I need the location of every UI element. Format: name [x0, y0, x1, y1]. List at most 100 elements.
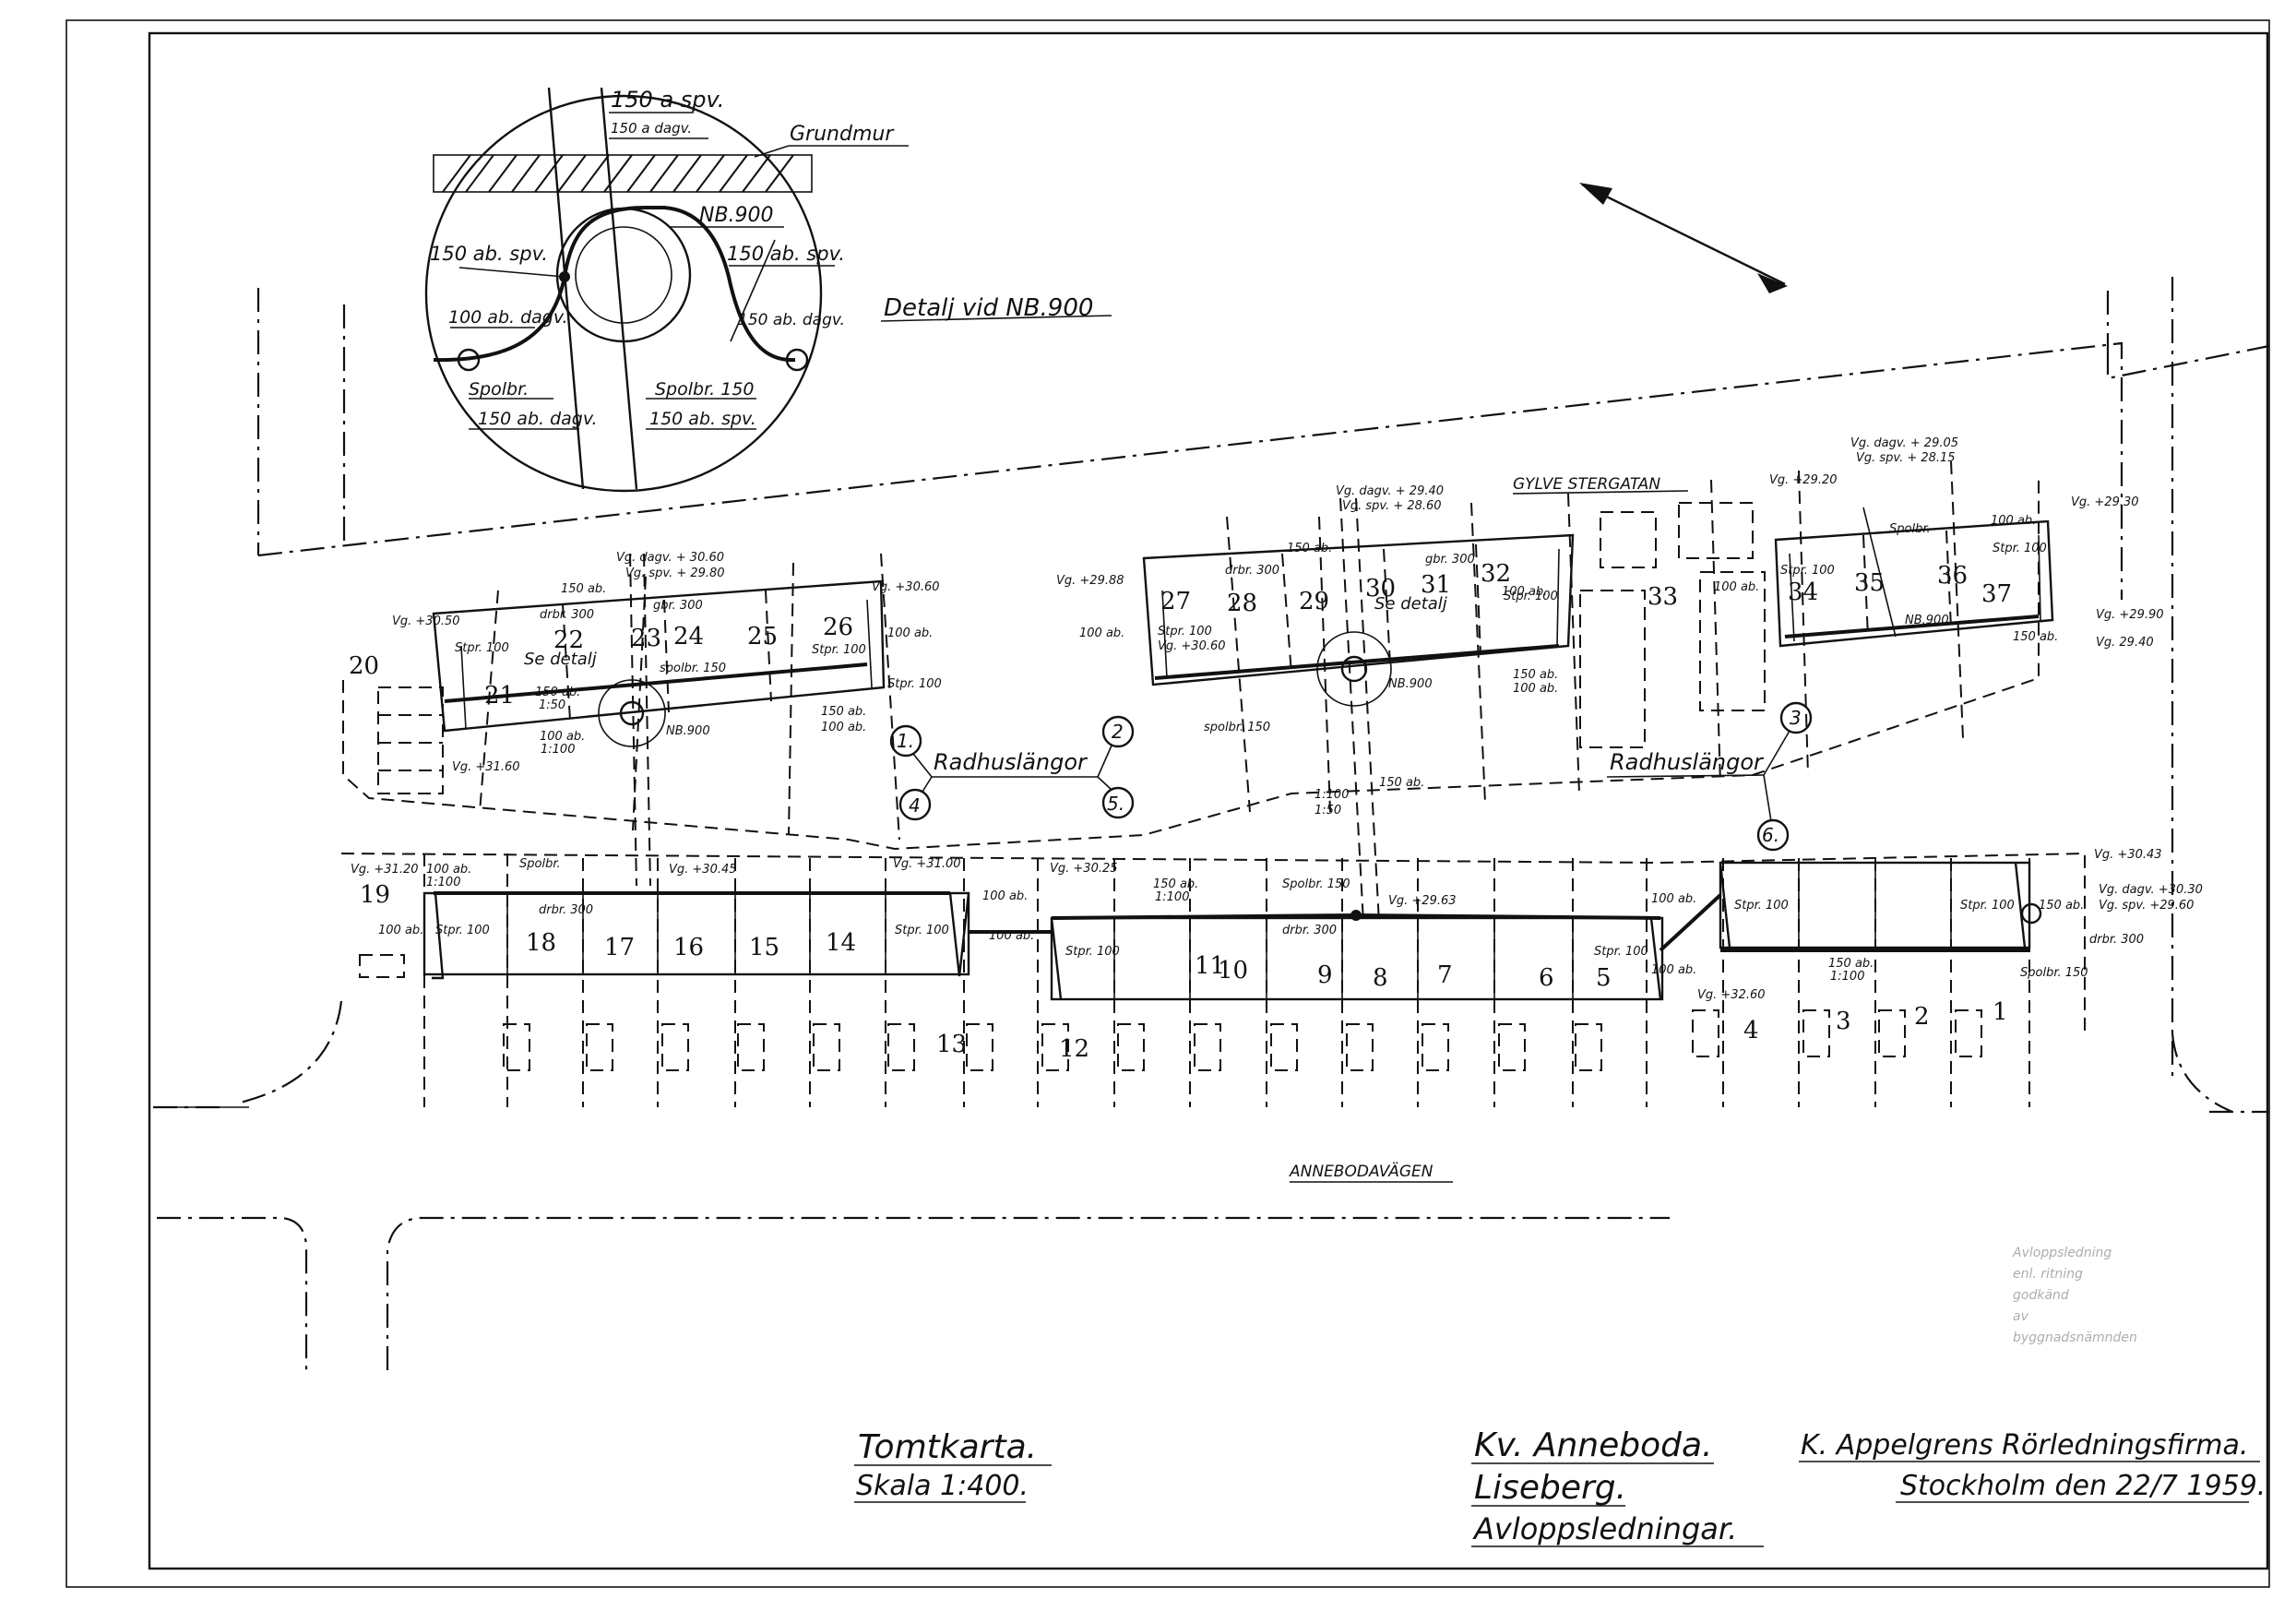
label-ratio-s3: 1:100 [1830, 970, 1864, 984]
label-stpr100-c1: Stpr. 100 [1780, 564, 1835, 578]
svg-text:godkänd: godkänd [2013, 1288, 2069, 1303]
label-gbr300-b: gbr. 300 [1425, 553, 1475, 567]
label-stpr100-s6: Stpr. 100 [1960, 899, 2015, 913]
title-block: Tomtkarta. Skala 1:400. Kv. Anneboda. Li… [854, 1426, 2266, 1547]
label-ab100-a2: 100 ab. [540, 730, 585, 744]
label-stpr100-b2: Stpr. 100 [1504, 590, 1558, 603]
title-drawing-type: Tomtkarta. [858, 1428, 1037, 1466]
label-vg-3025: Vg. +30.25 [1050, 862, 1118, 876]
detail-label-a: 150 a spv. [611, 87, 724, 113]
label-stpr100-s2: Stpr. 100 [895, 924, 949, 937]
label-drbr300-s2: drbr. 300 [1282, 924, 1337, 937]
radhus-a-label: Radhuslängor [934, 749, 1089, 775]
label-vg-2940: Vg. 29.40 [2096, 636, 2154, 650]
label-ab150-s3: 150 ab. [2039, 899, 2084, 913]
label-vg-spv-2960: Vg. spv. +29.60 [2099, 899, 2194, 913]
title-place-date: Stockholm den 22/7 1959. [1900, 1470, 2266, 1502]
lot-number-11: 11 [1195, 952, 1225, 980]
detail-circle [424, 87, 909, 493]
lot-number-37: 37 [1981, 580, 2012, 608]
label-spolbr150-s2: Spolbr. 150 [2020, 966, 2088, 980]
detail-label-r1: 150 ab. spv. [727, 243, 845, 265]
label-ratio-b2: 1:50 [1315, 804, 1341, 817]
label-spolbr-c: Spolbr. [1889, 522, 1931, 536]
label-ab100-b2: 100 ab. [1513, 682, 1558, 696]
radhus-callout-a [889, 715, 1135, 821]
lot-number-31: 31 [1421, 571, 1451, 599]
label-spolbr150-b: spolbr. 150 [1204, 721, 1270, 734]
label-stpr100-c2: Stpr. 100 [1993, 542, 2047, 555]
lot-number-21: 21 [484, 682, 515, 710]
lot-number-36: 36 [1937, 562, 1968, 590]
label-vg-3160: Vg. +31.60 [452, 760, 520, 774]
label-ratio-a2: 1:100 [541, 743, 575, 757]
label-stpr100-a1: Stpr. 100 [455, 641, 509, 655]
label-vg-top1b: Vg. spv. + 29.80 [625, 567, 725, 580]
label-vg-dagv-3030: Vg. dagv. +30.30 [2099, 883, 2203, 897]
label-vg-3060: Vg. +30.60 [872, 580, 940, 594]
label-stpr100-s5: Stpr. 100 [1734, 899, 1789, 913]
lot-number-20: 20 [349, 652, 379, 680]
radhus-row-b [1142, 497, 1766, 924]
detail-label-l3: 150 ab. dagv. [478, 409, 598, 429]
label-ab100-s1: 100 ab. [426, 863, 471, 877]
svg-text:av: av [2013, 1309, 2029, 1324]
lot-number-13: 13 [936, 1031, 967, 1058]
approval-stamp: Avloppsledning enl. ritning godkänd av b… [2012, 1246, 2137, 1345]
lot-number-4: 4 [1743, 1017, 1759, 1044]
title-firm: K. Appelgrens Rörledningsfirma. [1801, 1429, 2248, 1462]
lot-number-32: 32 [1481, 560, 1511, 588]
label-ab100-c: 100 ab. [1991, 514, 2036, 528]
detail-label-spolbr150: Spolbr. 150 [655, 379, 755, 400]
lot-number-25: 25 [747, 623, 778, 650]
label-vg-3045: Vg. +30.45 [669, 863, 737, 877]
label-vg-3050: Vg. +30.50 [392, 615, 460, 628]
label-ab150-b3: 150 ab. [1379, 776, 1424, 790]
label-ab100-s3: 100 ab. [982, 889, 1028, 903]
label-ratio-s2: 1:100 [1155, 890, 1189, 904]
lot-number-5: 5 [1596, 964, 1612, 992]
label-ratio-s1: 1:100 [426, 876, 460, 889]
radhus-callout-b [1606, 701, 1813, 852]
label-vg-2920: Vg. +29.20 [1769, 473, 1838, 487]
lot-number-23: 23 [631, 625, 661, 652]
lot-number-2: 2 [1914, 1003, 1930, 1031]
detail-label-l1: 150 ab. spv. [430, 243, 548, 265]
radhus-b-n6: 6. [1762, 824, 1779, 846]
label-stpr100-a3: Stpr. 100 [887, 677, 942, 691]
label-ab100-s5: 100 ab. [1651, 892, 1696, 906]
detail-label-b: 150 a dagv. [611, 120, 692, 137]
svg-text:Avloppsledning: Avloppsledning [2012, 1246, 2112, 1260]
label-ab100-s2: 100 ab. [378, 924, 423, 937]
title-area: Liseberg. [1474, 1469, 1626, 1507]
label-spolbr-s: Spolbr. [519, 857, 561, 871]
label-drbr300-s3: drbr. 300 [2089, 933, 2144, 947]
lot-number-17: 17 [604, 934, 635, 961]
north-arrow-icon [1579, 183, 1788, 293]
label-spolbr150-s: Spolbr. 150 [1282, 877, 1350, 891]
label-ab100-s6: 100 ab. [1651, 963, 1696, 977]
lot-number-35: 35 [1854, 569, 1885, 597]
label-vg-3043: Vg. +30.43 [2094, 848, 2162, 862]
detail-label-nb: NB.900 [699, 204, 774, 227]
lot-number-28: 28 [1227, 590, 1257, 617]
street-north: GYLVE STERGATAN [1513, 475, 1660, 494]
label-drbr300-b: drbr. 300 [1225, 564, 1279, 578]
radhus-b-label: Radhuslängor [1610, 749, 1765, 775]
lot-number-10: 10 [1218, 957, 1248, 984]
north-lots [342, 460, 2040, 851]
radhus-row-a [377, 553, 886, 887]
label-ratio-b1: 1:100 [1315, 788, 1349, 802]
radhus-a-n1: 1. [897, 730, 914, 752]
detail-label-l2: 100 ab. dagv. [448, 307, 568, 328]
label-stpr100-b1: Stpr. 100 [1158, 625, 1212, 638]
south-house-rows [422, 861, 2042, 1001]
label-vg-2988: Vg. +29.88 [1056, 574, 1124, 588]
label-vg-3040: Vg. +30.60 [1158, 639, 1226, 653]
label-ab100-a: 100 ab. [887, 626, 933, 640]
svg-text:enl. ritning: enl. ritning [2013, 1267, 2083, 1282]
lot-number-16: 16 [673, 934, 704, 961]
label-vg-top3: Vg. dagv. + 29.05 [1850, 436, 1958, 450]
label-ab150-s: 150 ab. [1153, 877, 1198, 891]
lot-number-8: 8 [1373, 964, 1388, 992]
